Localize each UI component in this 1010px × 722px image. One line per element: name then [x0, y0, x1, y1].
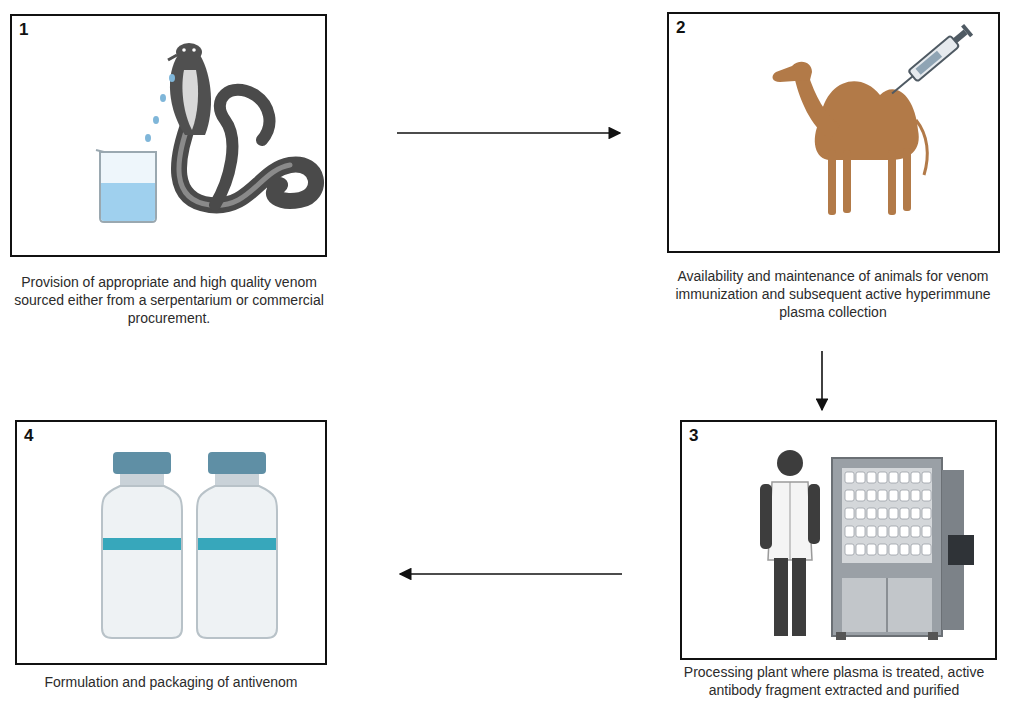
step-number: 1 — [19, 20, 28, 40]
step-caption: Processing plant where plasma is treated… — [666, 663, 1002, 699]
venom-droplets — [145, 74, 175, 142]
panel-frame: 3 — [680, 420, 997, 660]
step-caption: Formulation and packaging of antivenom — [10, 673, 332, 691]
machine-shelves — [845, 472, 931, 555]
step-number: 3 — [689, 426, 698, 446]
panel-frame: 2 — [667, 12, 1000, 253]
flow-arrow — [400, 573, 622, 575]
vial — [102, 452, 182, 638]
step-number: 2 — [676, 18, 685, 38]
step-panel: 2Availability and maintenance of animals… — [667, 12, 1000, 321]
beaker — [96, 150, 156, 222]
flow-arrow — [821, 351, 823, 410]
step-caption: Availability and maintenance of animals … — [663, 267, 1003, 321]
step-panel: 4Formulation and packaging of antivenom — [15, 420, 327, 691]
step-caption: Provision of appropriate and high qualit… — [4, 273, 334, 327]
scientist — [760, 450, 820, 636]
panel-frame: 4 — [15, 420, 327, 665]
step-number: 4 — [24, 426, 33, 446]
flow-arrow — [397, 132, 620, 134]
syringe — [888, 24, 974, 99]
processing-machine — [832, 458, 974, 640]
vial — [197, 452, 277, 638]
panel-frame: 1 — [10, 14, 327, 257]
step-panel: 3Processing plant where plasma is treate… — [680, 420, 997, 699]
camel-illustration — [773, 62, 928, 215]
cobra-illustration — [168, 43, 316, 205]
step-panel: 1Provision of appropriate and high quali… — [10, 14, 327, 327]
